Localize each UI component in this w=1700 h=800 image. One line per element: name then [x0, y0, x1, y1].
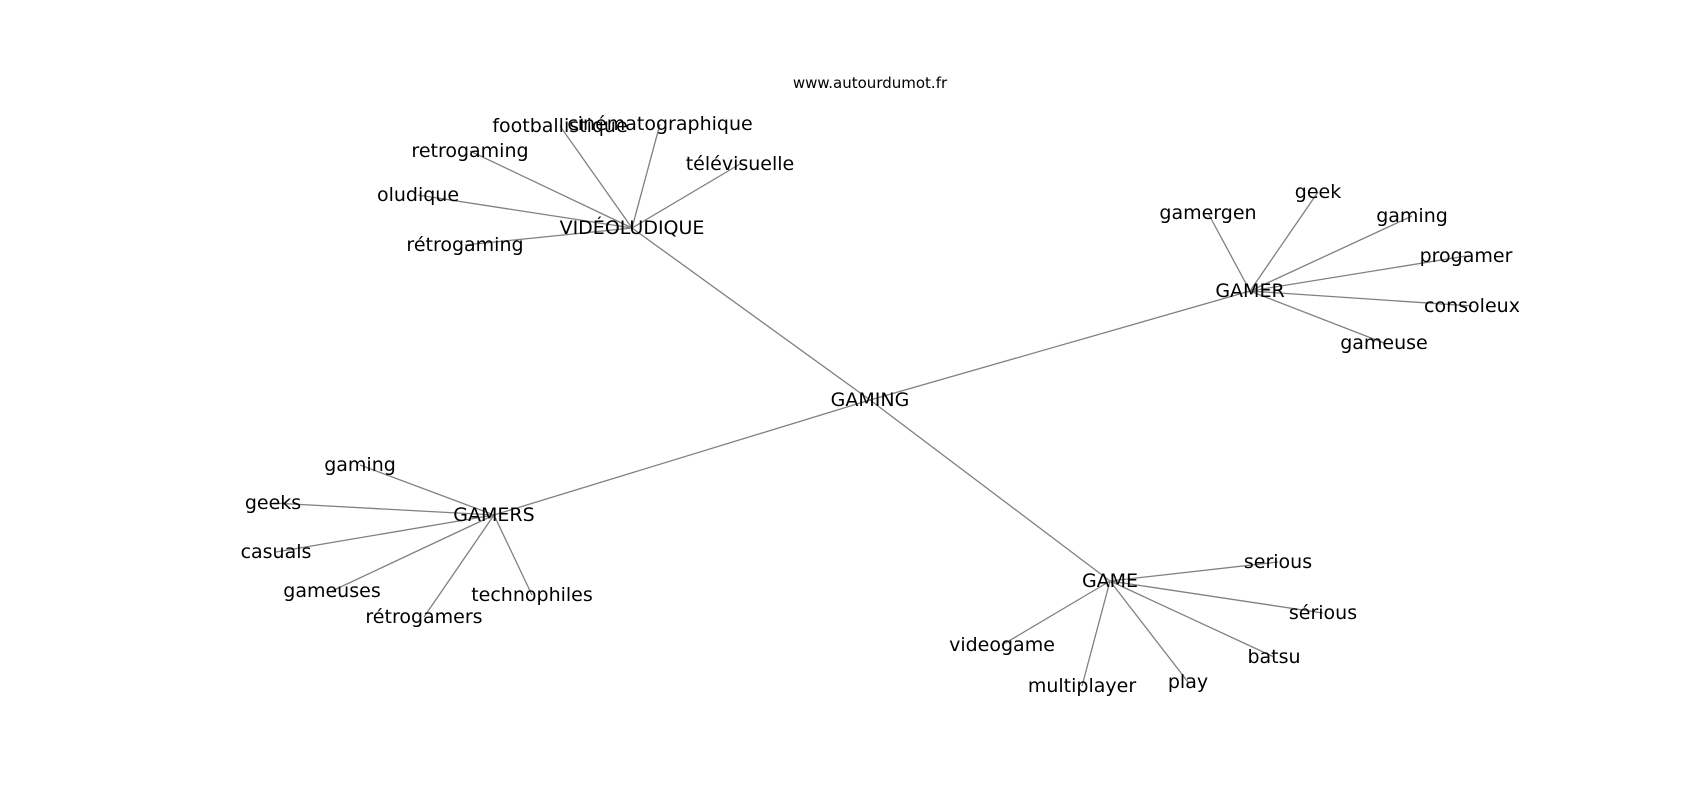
leaf-node-label: videogame	[949, 634, 1055, 656]
graph-edges	[272, 123, 1473, 687]
edge-game-leaf	[1109, 580, 1324, 614]
leaf-node-label: télévisuelle	[686, 153, 795, 175]
edge-gamer-leaf	[1207, 212, 1251, 292]
leaf-node-label: gameuses	[283, 580, 380, 602]
leaf-node-label: gamergen	[1159, 202, 1256, 224]
graph-labels: GAMING VIDÉOLUDIQUE footballistiquecinémat…	[241, 113, 1520, 697]
edge-game-leaf	[1109, 580, 1275, 658]
edge-gamer-leaf	[1249, 255, 1467, 292]
leaf-node-label: gaming	[1376, 205, 1448, 227]
edge-gamers-leaf	[493, 514, 533, 596]
leaf-node-label: progamer	[1420, 245, 1513, 267]
leaf-node-label: oludique	[377, 184, 459, 206]
edge-videoludique-leaf	[417, 194, 633, 229]
hub-node-label-gamer: GAMER	[1215, 280, 1284, 302]
edge-videoludique-leaf	[559, 125, 633, 229]
edge-gamer-leaf	[1249, 215, 1413, 292]
leaf-node-label: rétrogamers	[365, 606, 482, 628]
leaf-node-label: footballistique	[492, 115, 627, 137]
edge-videoludique-leaf	[464, 227, 633, 246]
edge-game-leaf	[1109, 580, 1189, 683]
leaf-node-label: batsu	[1247, 646, 1300, 668]
edge-gamers-leaf	[359, 464, 495, 516]
leaf-node-label: retrogaming	[411, 140, 528, 162]
edge-gamers-leaf	[423, 514, 495, 618]
leaf-node-label: gaming	[324, 454, 396, 476]
source-url: www.autourdumot.fr	[793, 74, 948, 92]
leaf-node-label: technophiles	[471, 584, 593, 606]
hub-node-label-gamers: GAMERS	[453, 504, 534, 526]
edge-gamer-leaf	[1249, 290, 1473, 307]
leaf-node-label: cinématographique	[567, 113, 752, 135]
center-node-label: GAMING	[831, 389, 910, 411]
leaf-node-label: consoleux	[1424, 295, 1520, 317]
edge-center-gamer	[869, 290, 1251, 401]
leaf-node-label: gameuse	[1340, 332, 1428, 354]
edge-videoludique-leaf	[631, 163, 741, 229]
hub-node-label-videoludique: VIDÉOLUDIQUE	[560, 216, 705, 239]
edge-videoludique-leaf	[631, 123, 661, 229]
leaf-node-label: casuals	[241, 541, 312, 563]
edge-gamer-leaf	[1249, 191, 1319, 292]
edge-game-leaf	[1001, 580, 1111, 646]
leaf-node-label: play	[1168, 671, 1208, 693]
leaf-node-label: geek	[1295, 181, 1341, 203]
leaf-node-label: geeks	[245, 492, 301, 514]
hub-node-label-game: GAME	[1082, 570, 1138, 592]
leaf-node-label: serious	[1244, 551, 1312, 573]
edge-gamers-leaf	[275, 514, 495, 553]
edge-gamers-leaf	[331, 514, 495, 592]
edge-videoludique-leaf	[469, 150, 633, 229]
leaf-node-label: rétrogaming	[406, 234, 523, 256]
leaf-node-label: sérious	[1289, 602, 1357, 624]
edge-game-leaf	[1081, 580, 1111, 687]
leaf-node-label: multiplayer	[1028, 675, 1136, 697]
edge-center-game	[869, 399, 1111, 582]
edge-gamers-leaf	[272, 502, 495, 516]
edge-gamer-leaf	[1249, 290, 1385, 344]
edge-game-leaf	[1109, 561, 1279, 582]
edge-center-gamers	[493, 399, 871, 516]
edge-center-videoludique	[631, 227, 871, 401]
